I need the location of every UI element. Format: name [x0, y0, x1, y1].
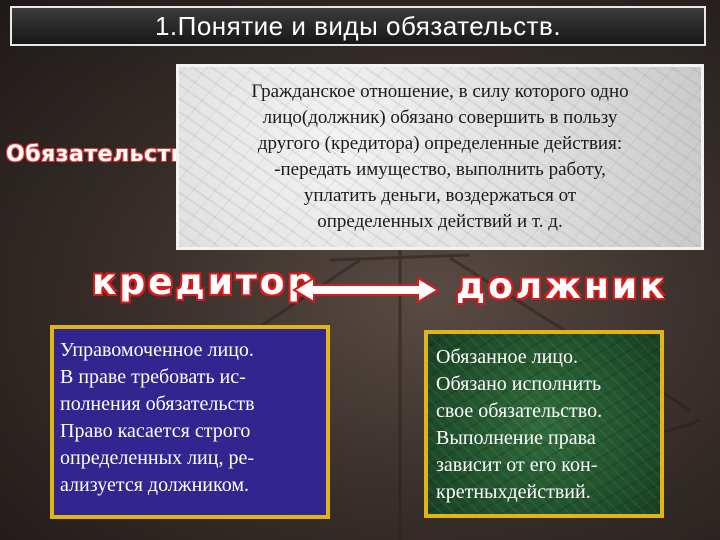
- debtor-line: Обязанное лицо.: [436, 346, 579, 368]
- double-headed-arrow-icon: [292, 276, 440, 304]
- debtor-line: кретныхдействий.: [436, 481, 591, 503]
- title-bar: 1.Понятие и виды обязательств.: [10, 6, 706, 46]
- page-title: 1.Понятие и виды обязательств.: [154, 10, 562, 41]
- creditor-line: определенных лиц, ре-: [60, 447, 254, 469]
- side-label-obligations: Обязательства: [6, 142, 201, 167]
- debtor-label: должник: [456, 266, 668, 307]
- definition-text: Гражданское отношение, в силу которого о…: [251, 79, 628, 235]
- debtor-line: зависит от его кон-: [436, 454, 598, 476]
- creditor-label: кредитор: [92, 262, 317, 303]
- definition-line: Гражданское отношение, в силу которого о…: [251, 81, 629, 102]
- creditor-line: ализуется должником.: [60, 474, 249, 496]
- definition-line: другого (кредитора) определенные действи…: [257, 133, 623, 154]
- debtor-line: Обязано исполнить: [436, 373, 602, 395]
- debtor-line: Выполнение права: [436, 427, 596, 449]
- definition-box: Гражданское отношение, в силу которого о…: [176, 64, 704, 250]
- debtor-description-box: Обязанное лицо. Обязано исполнить свое о…: [424, 330, 664, 518]
- creditor-description-box: Управомоченное лицо. В праве требовать и…: [50, 325, 330, 519]
- definition-line: уплатить деньги, воздержаться от: [303, 185, 577, 206]
- definition-line: определенных действий и т. д.: [317, 211, 563, 232]
- definition-line: -передать имущество, выполнить работу,: [274, 159, 606, 180]
- debtor-line: свое обязательство.: [436, 400, 603, 422]
- creditor-line: В праве требовать ис-: [60, 366, 246, 388]
- creditor-line: полнения обязательств: [60, 393, 255, 415]
- creditor-line: Управомоченное лицо.: [60, 339, 254, 361]
- creditor-line: Право касается строго: [60, 420, 251, 442]
- definition-line: лицо(должник) обязано совершить в пользу: [262, 107, 618, 128]
